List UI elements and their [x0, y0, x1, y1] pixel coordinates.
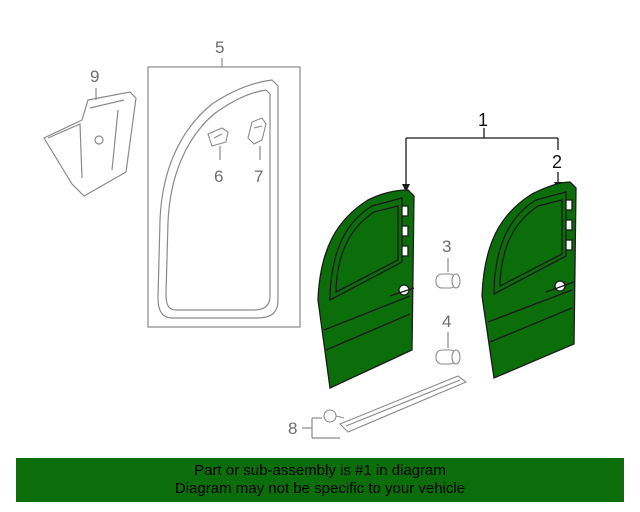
callout-2: 2	[552, 152, 562, 172]
bumper-part-4	[435, 349, 461, 365]
door-shell-right	[481, 181, 577, 379]
clip-part-6	[207, 127, 229, 147]
banner-line-2: Diagram may not be specific to your vehi…	[174, 480, 466, 497]
bumper-part-3	[435, 273, 461, 289]
callout-1-arrow	[402, 184, 410, 192]
callout-9: 9	[90, 67, 99, 86]
callout-6: 6	[214, 167, 223, 186]
callout-5: 5	[215, 38, 224, 57]
clip-part-7	[247, 117, 267, 145]
pillar-trim-part	[43, 91, 137, 197]
clip-part-8	[323, 409, 345, 423]
disclaimer-banner: Part or sub-assembly is #1 in diagram Di…	[16, 458, 624, 502]
door-weatherstrip	[157, 79, 279, 319]
callout-8-leader	[302, 417, 340, 439]
weatherstrip-box	[147, 66, 301, 328]
molding-strip	[339, 375, 468, 433]
callout-1: 1	[478, 110, 488, 130]
callout-1-bracket	[405, 128, 559, 186]
door-shell-left	[317, 189, 415, 389]
parts-diagram: 9 5 6 7 1 2	[43, 38, 577, 439]
callout-7: 7	[254, 167, 263, 186]
callout-3: 3	[442, 237, 451, 256]
callout-4: 4	[442, 312, 451, 331]
banner-line-1: Part or sub-assembly is #1 in diagram	[194, 462, 446, 479]
callout-8: 8	[288, 419, 297, 438]
